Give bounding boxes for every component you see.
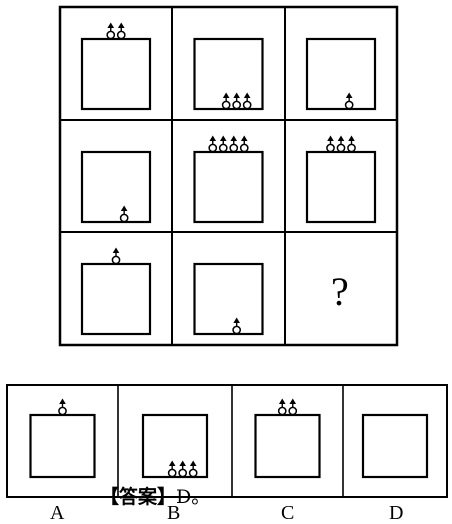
option-c	[256, 399, 320, 478]
option-square	[363, 415, 427, 477]
ring-arrow-mark	[327, 136, 334, 152]
option-square	[256, 415, 320, 477]
cell-square	[307, 39, 375, 109]
grid-cell	[82, 248, 150, 335]
cell-square	[195, 152, 263, 222]
ring-arrow-mark	[241, 136, 248, 152]
answer-text: D。	[176, 486, 210, 508]
ring-arrow-mark	[223, 93, 230, 109]
ring-arrow-mark	[121, 206, 128, 222]
grid-cell	[195, 39, 263, 109]
cell-square	[195, 264, 263, 334]
options-strip	[7, 385, 447, 497]
grid-cell	[82, 23, 150, 110]
ring-arrow-mark	[346, 93, 353, 109]
ring-arrow-mark	[289, 399, 296, 415]
answer-prefix: 【答案】	[100, 486, 176, 508]
question-mark: ?	[331, 272, 349, 312]
ring-arrow-mark	[59, 399, 66, 415]
cell-square	[82, 264, 150, 334]
option-b	[143, 415, 207, 477]
cell-square	[307, 152, 375, 222]
ring-arrow-mark	[244, 93, 251, 109]
option-label-d: D	[389, 503, 403, 523]
ring-arrow-mark	[107, 23, 114, 39]
option-d	[363, 415, 427, 477]
ring-arrow-mark	[112, 248, 119, 264]
ring-arrow-mark	[209, 136, 216, 152]
ring-arrow-mark	[337, 136, 344, 152]
cell-square	[82, 152, 150, 222]
ring-arrow-mark	[169, 461, 176, 477]
option-label-c: C	[281, 503, 294, 523]
ring-arrow-mark	[220, 136, 227, 152]
grid-cell	[195, 136, 263, 223]
ring-arrow-mark	[190, 461, 197, 477]
option-label-a: A	[50, 503, 64, 523]
option-a	[31, 399, 95, 478]
ring-arrow-mark	[348, 136, 355, 152]
cell-square	[82, 39, 150, 109]
option-square	[143, 415, 207, 477]
ring-arrow-mark	[118, 23, 125, 39]
ring-arrow-mark	[179, 461, 186, 477]
grid-cell	[195, 264, 263, 334]
grid-cell	[307, 39, 375, 109]
cell-square	[195, 39, 263, 109]
grid-cell	[82, 152, 150, 222]
options-frame	[7, 385, 447, 497]
ring-arrow-mark	[279, 399, 286, 415]
ring-arrow-mark	[233, 93, 240, 109]
ring-arrow-mark	[233, 318, 240, 334]
ring-arrow-mark	[230, 136, 237, 152]
option-square	[31, 415, 95, 477]
answer-line: 【答案】D。	[100, 488, 210, 507]
grid-cell	[307, 136, 375, 223]
